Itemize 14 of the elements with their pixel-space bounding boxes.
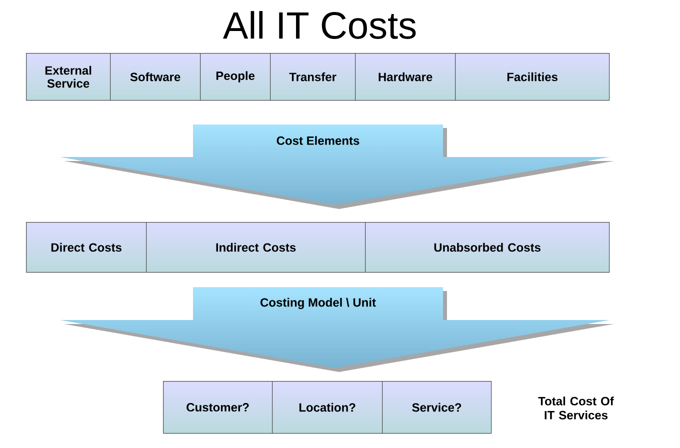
cost-box: Service?	[382, 381, 492, 434]
cost-box: Transfer	[270, 53, 356, 101]
cost-box: People	[200, 53, 271, 101]
cost-box: Direct Costs	[26, 222, 147, 273]
cost-box: Indirect Costs	[146, 222, 366, 273]
cost-box: Location?	[272, 381, 383, 434]
cost-box: Hardware	[355, 53, 456, 101]
cost-box: External Service	[26, 53, 111, 101]
cost-box: Software	[110, 53, 201, 101]
cost-box: Unabsorbed Costs	[365, 222, 610, 273]
note-text: Total Cost Of IT Services	[538, 396, 614, 420]
title: All IT Costs	[222, 11, 416, 39]
cost-box: Customer?	[163, 381, 273, 434]
cost-box: Facilities	[455, 53, 610, 101]
